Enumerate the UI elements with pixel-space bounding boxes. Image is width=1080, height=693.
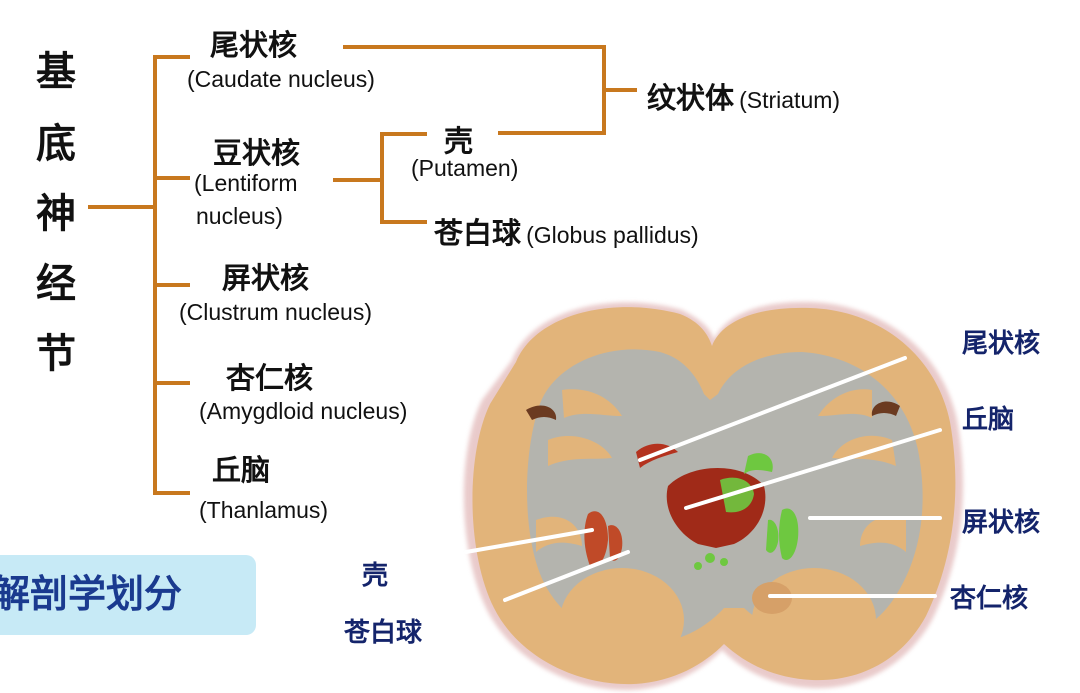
pointer-globus bbox=[503, 550, 630, 602]
sulcus-right-2 bbox=[818, 389, 872, 418]
nucleus-putamen-right bbox=[766, 519, 779, 553]
thalamus-zh-label: 丘脑 bbox=[212, 453, 271, 487]
root-char-1: 基 bbox=[36, 49, 76, 95]
striatum-label-group: 纹状体 (Striatum) bbox=[647, 75, 840, 117]
globus-zh-label: 苍白球 bbox=[434, 216, 522, 250]
lentiform-en-label-2: nucleus) bbox=[196, 203, 283, 229]
lentiform-en-label-1: (Lentiform bbox=[194, 170, 298, 196]
putamen-en-label: (Putamen) bbox=[411, 155, 519, 181]
midline-dot-3 bbox=[694, 562, 702, 570]
amygdala-en-label: (Amygdloid nucleus) bbox=[199, 398, 408, 424]
caudate-zh-label: 尾状核 bbox=[210, 28, 298, 62]
amygdala-zh-label: 杏仁核 bbox=[226, 361, 314, 395]
brain-label-claustrum: 屏状核 bbox=[962, 508, 1041, 538]
root-char-3: 神 bbox=[36, 191, 76, 237]
nucleus-putamen-left bbox=[584, 511, 608, 567]
root-char-2: 底 bbox=[36, 121, 76, 167]
putamen-zh-label: 壳 bbox=[444, 124, 474, 158]
globus-en-label: (Globus pallidus) bbox=[526, 222, 699, 248]
root-char-5: 节 bbox=[36, 331, 76, 377]
brain-label-thalamus: 丘脑 bbox=[962, 405, 1015, 435]
anatomy-classification-label: 解剖学划分 bbox=[0, 572, 183, 616]
claustrum-zh-label: 屏状核 bbox=[222, 261, 310, 295]
root-char-4: 经 bbox=[36, 261, 76, 307]
sulcus-right-3 bbox=[860, 516, 906, 552]
dark-sulcus-right bbox=[871, 401, 900, 416]
striatum-en-label: (Striatum) bbox=[739, 87, 841, 113]
brain-label-amygdala: 杏仁核 bbox=[950, 584, 1029, 614]
brain-label-caudate: 尾状核 bbox=[962, 329, 1041, 359]
brain-label-putamen: 壳 bbox=[362, 561, 389, 591]
nucleus-caudate-right bbox=[744, 453, 773, 474]
pointer-thalamus bbox=[684, 428, 942, 510]
claustrum-en-label: (Clustrum nucleus) bbox=[179, 299, 372, 325]
temporal-lobe-left bbox=[560, 568, 684, 672]
pointer-caudate bbox=[638, 356, 907, 462]
dark-sulcus-left bbox=[526, 405, 557, 420]
nucleus-globus-left bbox=[608, 525, 623, 561]
pointer-putamen bbox=[464, 528, 594, 554]
midline-dot-1 bbox=[705, 553, 715, 563]
sulcus-left-2 bbox=[562, 389, 622, 418]
anatomy-classification-box: 解剖学划分 bbox=[0, 555, 256, 635]
caudate-en-label: (Caudate nucleus) bbox=[187, 66, 375, 92]
lentiform-zh-label: 豆状核 bbox=[213, 136, 301, 170]
brain-label-globus: 苍白球 bbox=[344, 618, 423, 648]
sulcus-left-1 bbox=[548, 436, 612, 466]
midline-dot-2 bbox=[720, 558, 728, 566]
globus-label-group: 苍白球 (Globus pallidus) bbox=[434, 210, 699, 252]
thalamus-en-label: (Thanlamus) bbox=[199, 497, 329, 523]
nucleus-thalamus-right-green bbox=[720, 477, 754, 513]
striatum-zh-label: 纹状体 bbox=[647, 81, 735, 115]
nucleus-claustrum-right bbox=[779, 508, 799, 560]
brain-coronal-section-image bbox=[463, 301, 964, 691]
